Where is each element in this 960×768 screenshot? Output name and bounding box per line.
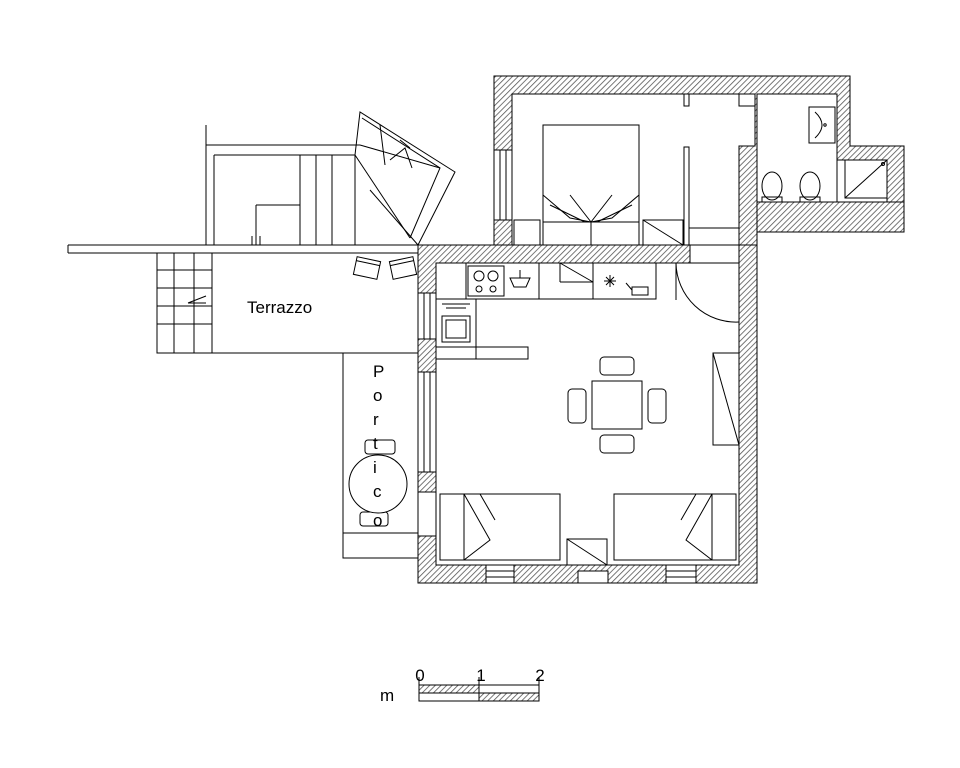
outdoor-stair [205, 111, 456, 246]
scale-bar: m 0 1 2 [380, 666, 545, 705]
kitchen-counter [465, 262, 657, 300]
toilet [761, 171, 821, 203]
scale-tick-1: 1 [476, 666, 485, 685]
portico-letter: t [373, 434, 378, 453]
terrace-chairs [352, 256, 418, 280]
round-table [348, 439, 408, 527]
entry-door [675, 244, 740, 323]
sink-icon [509, 270, 531, 288]
bathroom-wall [756, 201, 905, 233]
washbasin [808, 106, 836, 144]
single-bed [439, 493, 737, 561]
nightstand-south [566, 538, 608, 566]
portico-letter: o [373, 511, 382, 530]
south-window [485, 564, 697, 584]
scale-tick-2: 2 [535, 666, 544, 685]
portico-letter: P [373, 362, 384, 381]
wardrobe [712, 352, 740, 446]
double-bed [542, 124, 640, 246]
cooktop-icon [473, 270, 499, 293]
west-window [417, 292, 437, 537]
portico-label: P o r t i c o [373, 362, 384, 530]
hallway-partitions [683, 93, 756, 246]
portico-letter: o [373, 386, 382, 405]
bedroom-window [493, 149, 513, 221]
shower [844, 159, 888, 199]
portico [342, 352, 419, 559]
snowflake-icon [604, 275, 616, 287]
portico-letter: r [373, 410, 379, 429]
scale-tick-0: 0 [415, 666, 424, 685]
portico-letter: i [373, 458, 377, 477]
scale-unit: m [380, 686, 394, 705]
kitchen-sink-counter [435, 298, 529, 360]
coffee-machine-icon [625, 282, 649, 296]
terrace [67, 244, 419, 354]
nightstand [513, 219, 684, 246]
terrace-label: Terrazzo [247, 298, 312, 317]
dining-table [567, 356, 667, 454]
portico-letter: c [373, 482, 382, 501]
